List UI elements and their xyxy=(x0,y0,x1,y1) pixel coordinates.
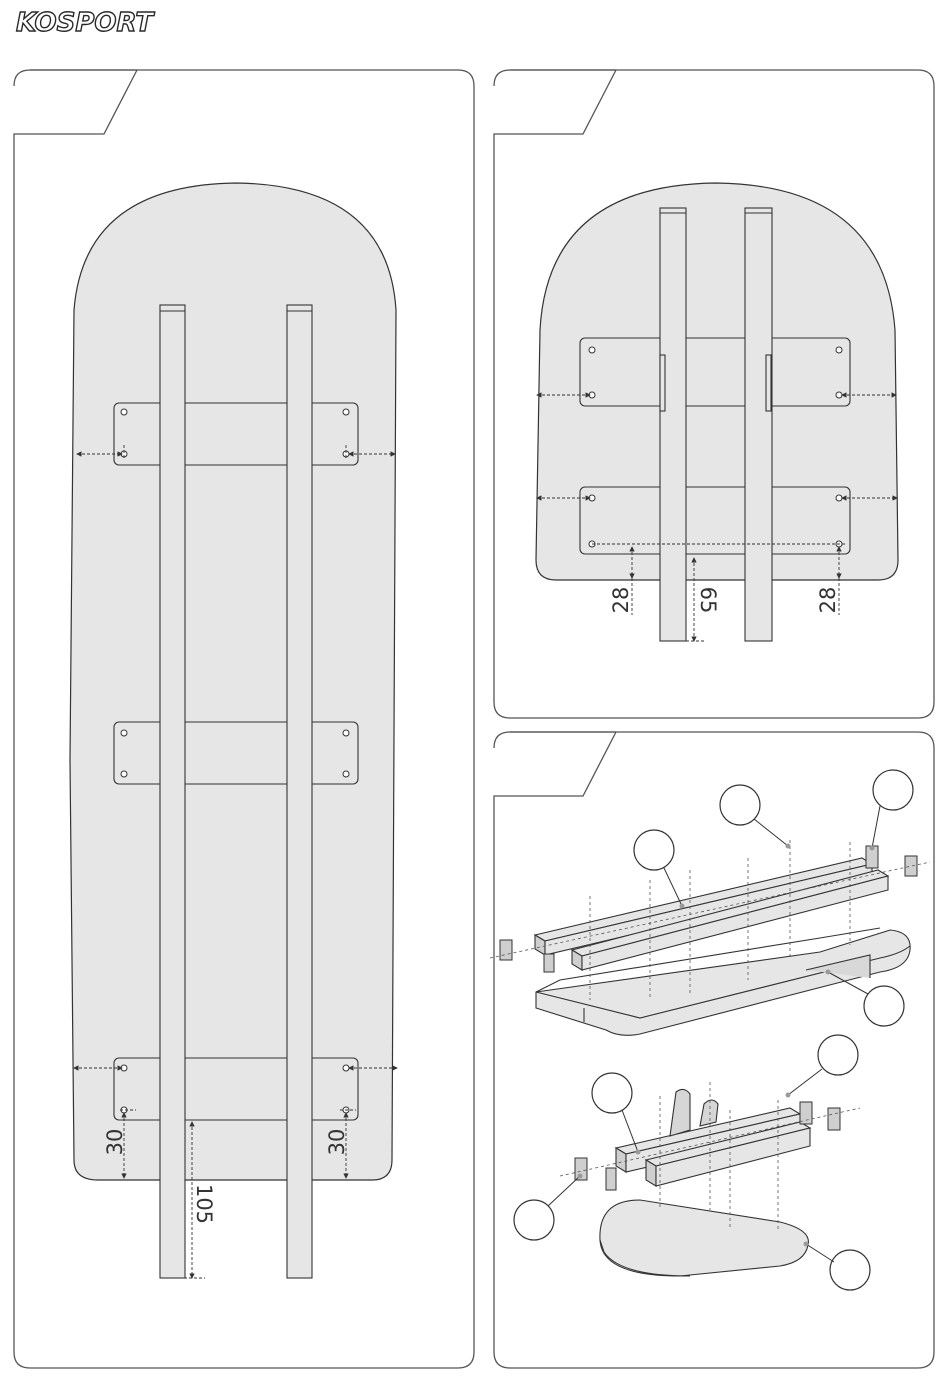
dim-30-right: 30 xyxy=(325,1129,349,1156)
callout-3 xyxy=(634,830,674,870)
dim-28-right: 28 xyxy=(816,587,840,614)
ironing-board-top xyxy=(70,183,396,1180)
callout-8 xyxy=(830,1250,870,1290)
nose-plate-top xyxy=(580,338,850,406)
dim-65: 65 xyxy=(696,587,720,614)
dim-30-left: 30 xyxy=(103,1129,127,1156)
plate-middle xyxy=(114,722,358,784)
rails-nose xyxy=(616,1089,810,1186)
callout-2 xyxy=(873,770,913,810)
exploded-board-nose xyxy=(600,1200,809,1276)
callout-5 xyxy=(818,1035,858,1075)
callout-4 xyxy=(864,986,904,1026)
callout-6 xyxy=(592,1073,632,1113)
dim-105: 105 xyxy=(192,1184,216,1224)
plate-top xyxy=(114,403,358,465)
rail-right xyxy=(287,305,312,1278)
dim-28-left: 28 xyxy=(609,587,633,614)
rail-left xyxy=(160,305,185,1278)
plate-bottom xyxy=(114,1058,358,1120)
